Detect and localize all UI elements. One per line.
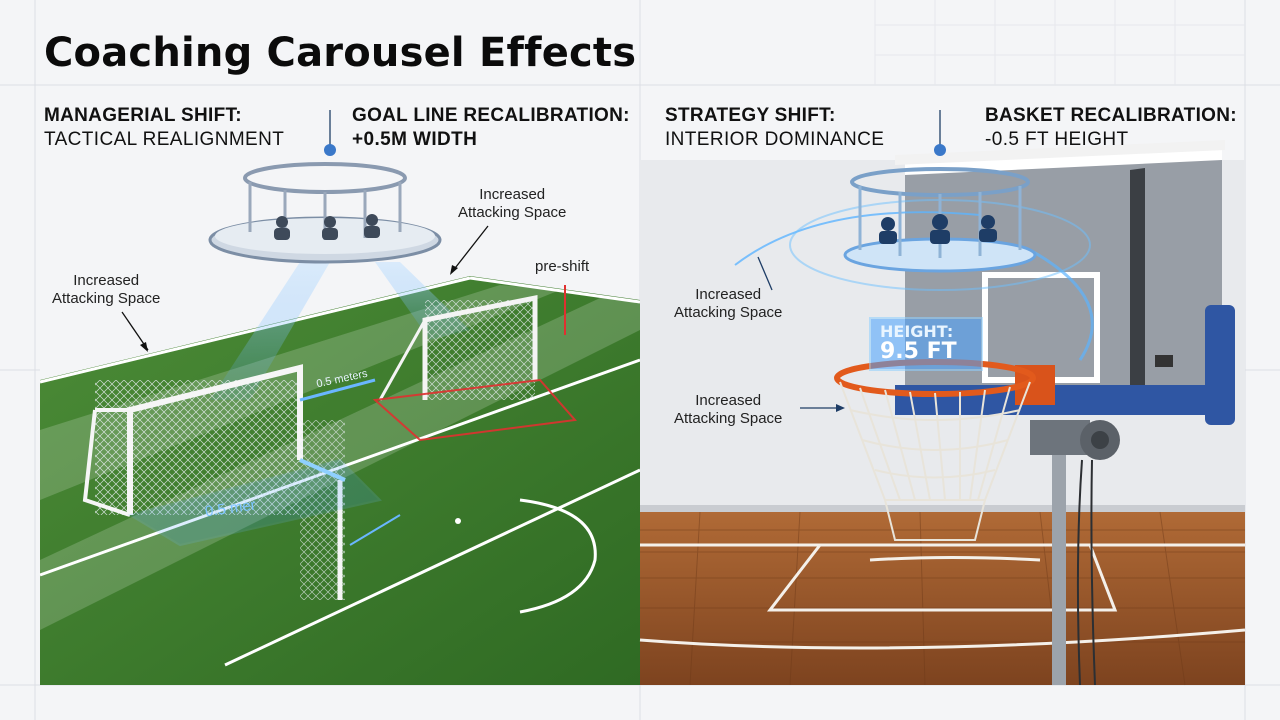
goal-back bbox=[372, 285, 577, 442]
soccer-callout-left: Increased Attacking Space bbox=[52, 272, 161, 307]
basketball-header-right-title: BASKET RECALIBRATION: bbox=[985, 105, 1237, 126]
soccer-header-left-sub: TACTICAL REALIGNMENT bbox=[44, 129, 285, 150]
court-floor bbox=[640, 512, 1245, 685]
basketball-callout-bottom: Increased Attacking Space bbox=[674, 392, 783, 427]
basketball-header-strategy: STRATEGY SHIFT: INTERIOR DOMINANCE bbox=[665, 104, 884, 152]
height-label: HEIGHT: bbox=[880, 322, 954, 341]
soccer-header-left-title: MANAGERIAL SHIFT: bbox=[44, 105, 242, 126]
backboard bbox=[895, 140, 1235, 425]
soccer-header-right-title: GOAL LINE RECALIBRATION: bbox=[352, 105, 630, 126]
height-badge-text: HEIGHT: 9.5 FT bbox=[880, 322, 980, 364]
carousel-basketball bbox=[734, 110, 1094, 361]
pre-shift-label: pre-shift bbox=[535, 258, 590, 275]
soccer-callout-top: Increased Attacking Space bbox=[458, 186, 567, 221]
basketball-header-basket: BASKET RECALIBRATION: -0.5 FT HEIGHT bbox=[985, 104, 1237, 152]
height-badge bbox=[869, 317, 983, 371]
height-value: 9.5 FT bbox=[880, 339, 957, 364]
basket-support bbox=[1030, 420, 1120, 686]
carousel-soccer bbox=[208, 110, 442, 264]
basketball-header-left-title: STRATEGY SHIFT: bbox=[665, 105, 836, 126]
goal-front bbox=[82, 364, 401, 600]
soccer-header-goal-line: GOAL LINE RECALIBRATION: +0.5M WIDTH bbox=[352, 104, 630, 152]
page-title: Coaching Carousel Effects bbox=[44, 30, 637, 76]
basketball-header-left-sub: INTERIOR DOMINANCE bbox=[665, 129, 885, 150]
soccer-header-managerial: MANAGERIAL SHIFT: TACTICAL REALIGNMENT bbox=[44, 104, 284, 152]
soccer-header-right-sub: +0.5M WIDTH bbox=[352, 129, 478, 150]
basket-net bbox=[839, 381, 1031, 541]
court-lines bbox=[639, 543, 1246, 650]
basketball-callout-top: Increased Attacking Space bbox=[674, 286, 783, 321]
basketball-header-right-sub: -0.5 FT HEIGHT bbox=[985, 129, 1129, 150]
